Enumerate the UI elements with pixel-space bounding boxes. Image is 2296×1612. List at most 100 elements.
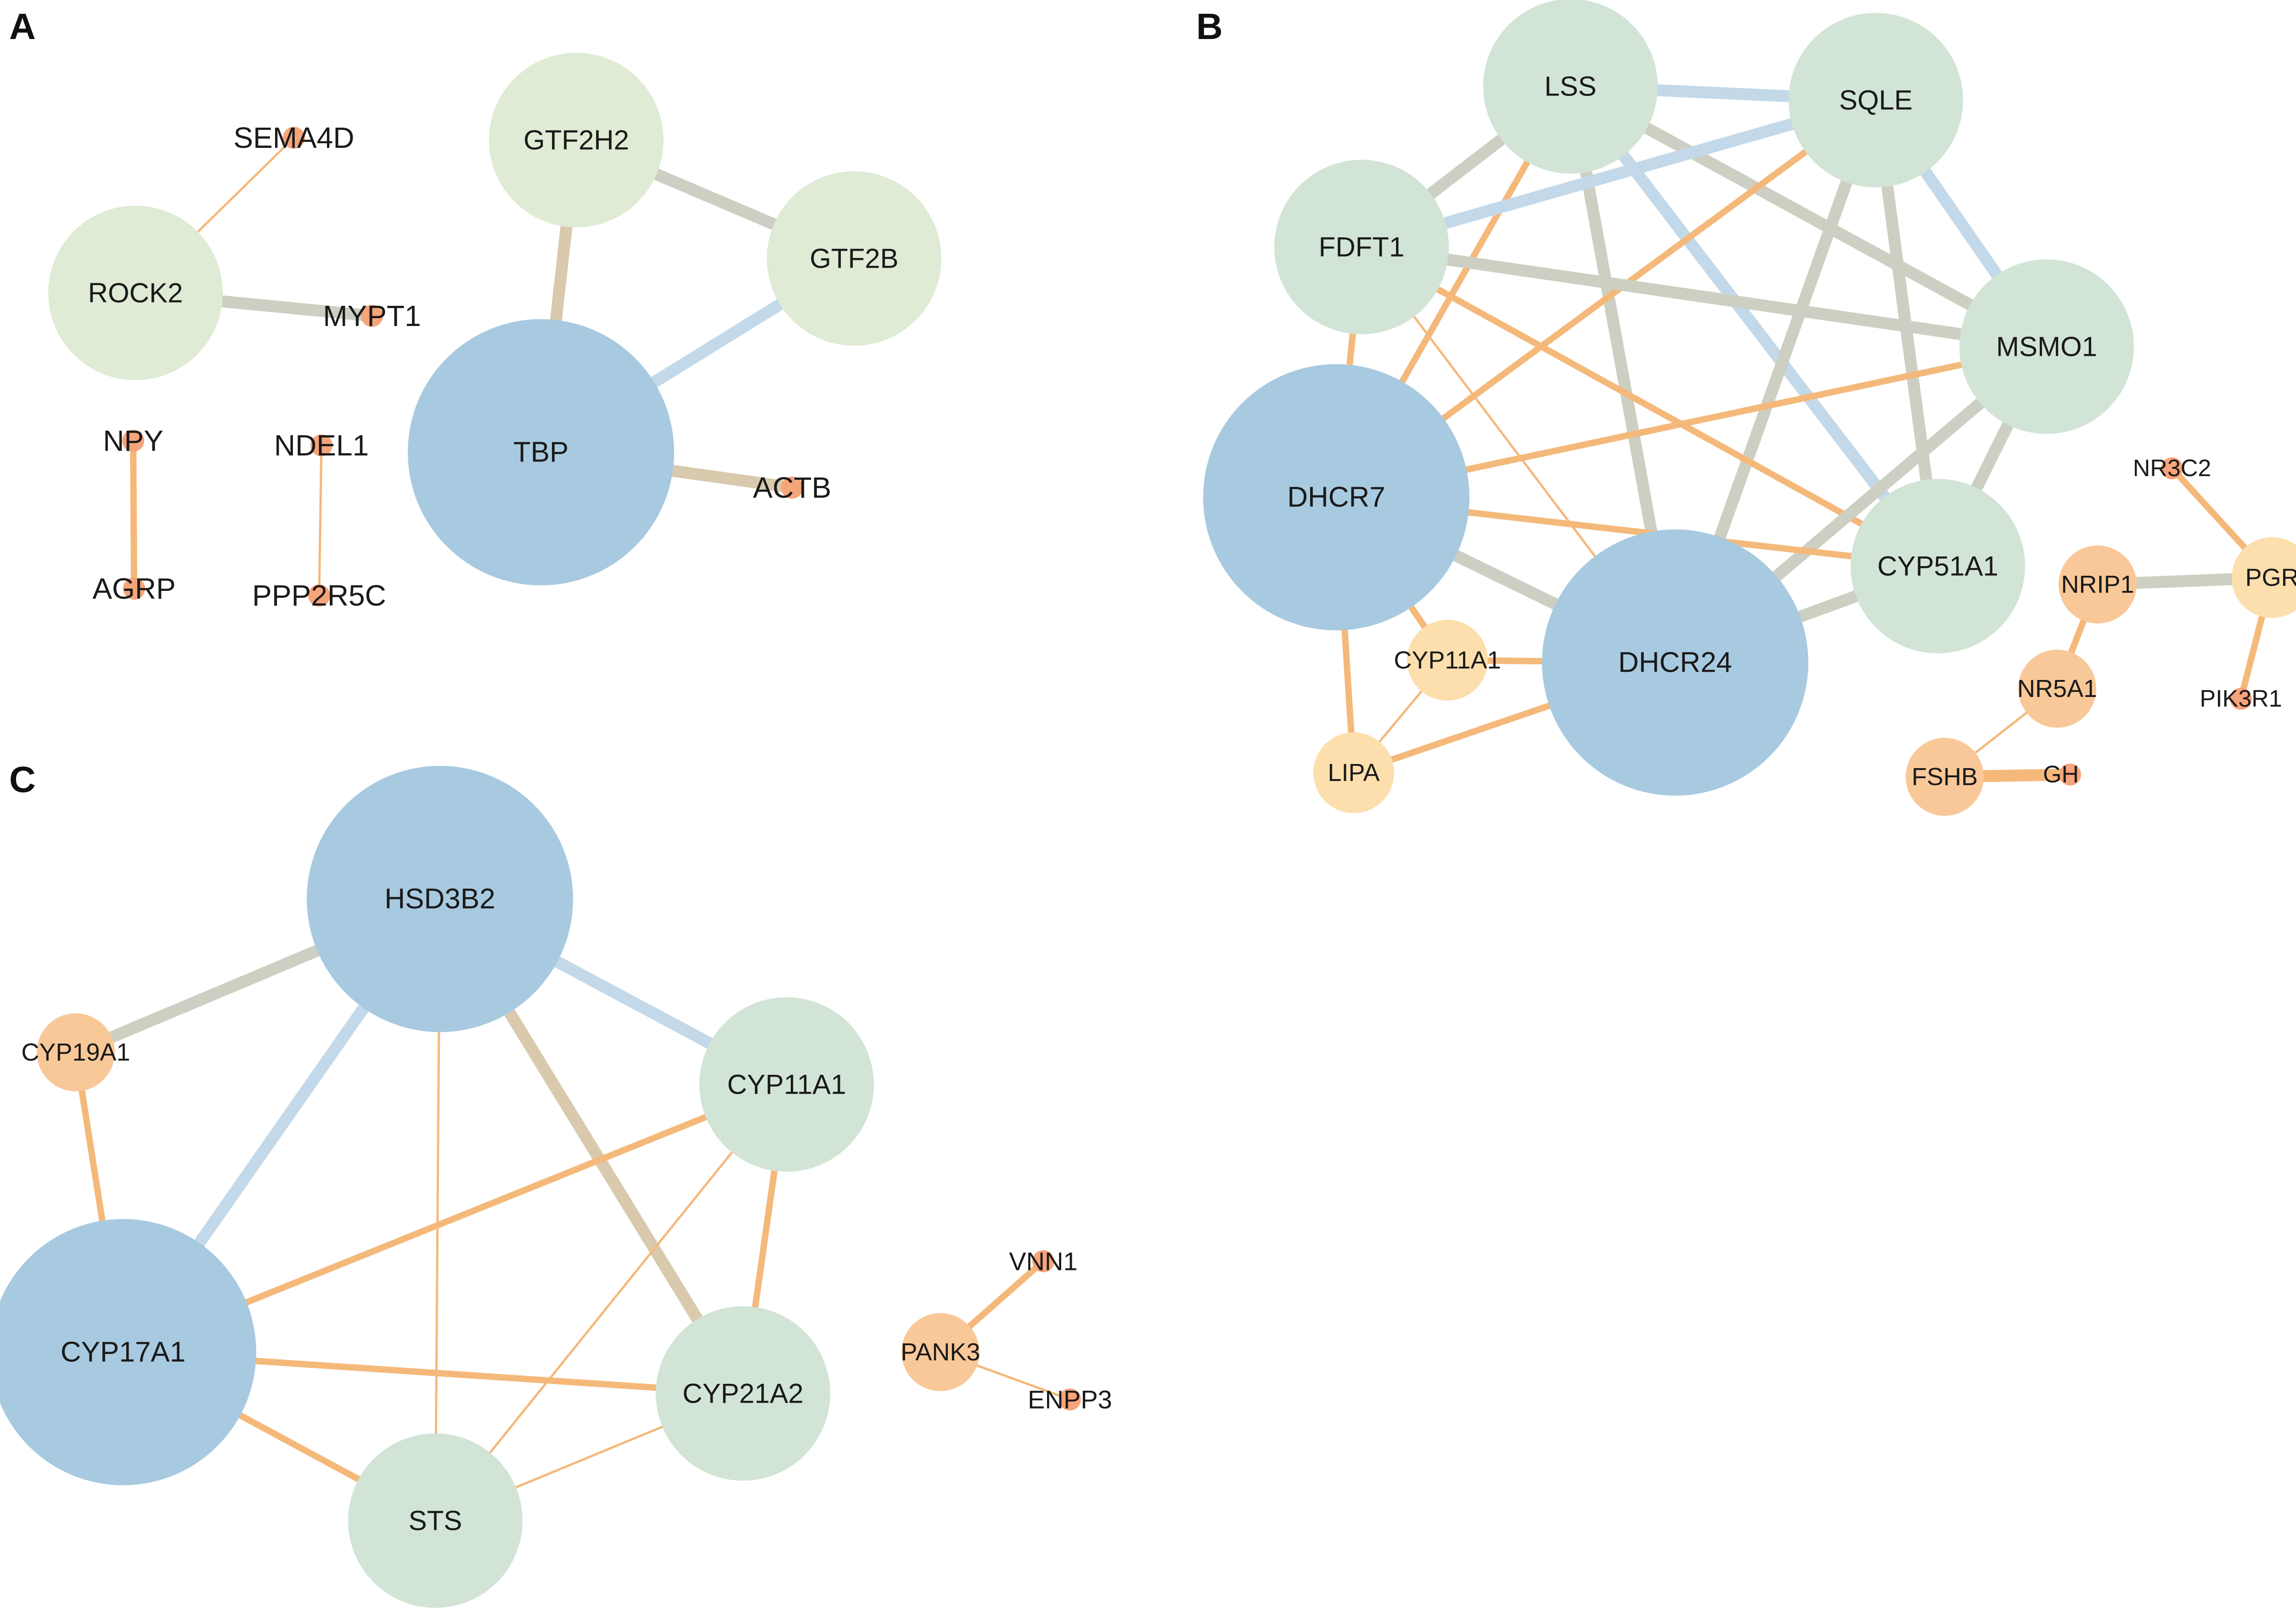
node-lss: LSS	[1483, 0, 1658, 174]
node-circle	[767, 171, 941, 346]
node-label: AGRP	[92, 572, 175, 605]
node-label: VNN1	[1009, 1247, 1077, 1276]
node-sts: STS	[348, 1433, 523, 1608]
node-circle	[1483, 0, 1658, 174]
node-nr5a1: NR5A1	[2017, 650, 2097, 728]
node-circle	[1789, 13, 1963, 187]
node-circle	[308, 584, 330, 607]
node-circle	[48, 206, 223, 380]
node-label: SQLE	[1839, 85, 1913, 116]
node-label: DHCR7	[1287, 482, 1385, 513]
node-circle	[781, 477, 803, 499]
edge-fdft1-cyp51a1	[1358, 244, 1941, 569]
node-label: NR5A1	[2017, 675, 2097, 702]
node-circle	[1851, 479, 2025, 653]
node-cyp17a1: CYP17A1	[0, 1219, 256, 1485]
node-dhcr7: DHCR7	[1203, 364, 1469, 630]
node-circle	[1959, 259, 2134, 434]
panel-a: A SEMA4DROCK2MYPT1NPYAGRPNDEL1PPP2R5CGTF…	[9, 6, 941, 612]
node-cyp11a1-c: CYP11A1	[699, 997, 874, 1172]
node-pik3r1: PIK3R1	[2200, 685, 2282, 712]
node-circle	[699, 997, 874, 1172]
edge-ndel1-ppp2r5c	[318, 444, 323, 597]
node-circle	[901, 1313, 979, 1391]
node-fshb: FSHB	[1906, 738, 1984, 816]
node-agrp: AGRP	[92, 572, 175, 605]
edge-fdft1-msmo1	[1356, 241, 2053, 353]
node-circle	[1059, 1388, 1081, 1410]
panel-label-b: B	[1196, 6, 1223, 47]
node-circle	[37, 1013, 115, 1091]
node-circle	[1313, 732, 1394, 813]
node-circle	[283, 127, 305, 149]
node-circle	[2059, 764, 2081, 786]
node-circle	[656, 1306, 830, 1481]
node-gtf2h2: GTF2H2	[489, 53, 664, 227]
edge-lss-msmo1	[1564, 80, 2053, 353]
node-pgr: PGR	[2232, 537, 2296, 618]
node-label: TBP	[513, 437, 569, 468]
node-circle	[2230, 688, 2252, 710]
node-circle	[123, 578, 145, 600]
node-label: NR3C2	[2133, 455, 2212, 482]
node-gtf2b: GTF2B	[767, 171, 941, 346]
node-circle	[348, 1433, 523, 1608]
node-label: ENPP3	[1028, 1385, 1112, 1414]
edge-cyp11a1_c-sts	[434, 1083, 788, 1522]
node-circle	[1542, 529, 1808, 796]
node-label: HSD3B2	[384, 883, 495, 915]
node-label: PANK3	[900, 1338, 980, 1366]
node-label: DHCR24	[1618, 647, 1732, 679]
node-fdft1: FDFT1	[1274, 160, 1449, 334]
node-label: GH	[2043, 761, 2079, 788]
node-sqle: SQLE	[1789, 13, 1963, 187]
node-circle	[2161, 457, 2183, 479]
node-cyp11a1-b: CYP11A1	[1394, 620, 1501, 701]
node-label: MYPT1	[323, 299, 421, 332]
node-label: CYP21A2	[682, 1378, 804, 1409]
node-label: FDFT1	[1319, 232, 1405, 263]
node-circle	[0, 1219, 256, 1485]
panel-label-c: C	[9, 759, 36, 800]
node-label: NPY	[103, 424, 163, 457]
node-circle	[489, 53, 664, 227]
node-circle	[2018, 650, 2096, 728]
node-circle	[1906, 738, 1984, 816]
node-label: LIPA	[1328, 759, 1379, 786]
node-enpp3: ENPP3	[1028, 1385, 1112, 1414]
node-circle	[1203, 364, 1469, 630]
node-label: MSMO1	[1996, 331, 2097, 362]
node-label: FSHB	[1912, 763, 1978, 791]
node-label: CYP11A1	[1394, 646, 1501, 674]
node-circle	[310, 434, 332, 456]
panel-label-a: A	[9, 6, 36, 47]
node-label: CYP17A1	[61, 1337, 186, 1368]
edge-sqle-fdft1	[1356, 94, 1882, 253]
node-ppp2r5c: PPP2R5C	[252, 579, 386, 612]
node-npy: NPY	[103, 424, 163, 457]
node-lipa: LIPA	[1313, 732, 1394, 813]
node-label: NRIP1	[2061, 571, 2134, 598]
node-label: SEMA4D	[233, 121, 354, 154]
node-circle	[408, 319, 674, 585]
node-cyp51a1: CYP51A1	[1851, 479, 2025, 653]
node-pank3: PANK3	[900, 1313, 980, 1391]
node-cyp21a2: CYP21A2	[656, 1306, 830, 1481]
panel-a-nodes: SEMA4DROCK2MYPT1NPYAGRPNDEL1PPP2R5CGTF2H…	[48, 53, 941, 612]
node-label: GTF2H2	[523, 125, 629, 156]
node-circle	[122, 430, 144, 452]
node-label: CYP19A1	[21, 1039, 130, 1066]
node-label: CYP51A1	[1877, 551, 1998, 582]
node-tbp: TBP	[408, 319, 674, 585]
node-label: PGR	[2245, 564, 2296, 591]
node-rock2: ROCK2	[48, 206, 223, 380]
node-mypt1: MYPT1	[323, 299, 421, 332]
node-circle	[1407, 620, 1488, 701]
node-label: PIK3R1	[2200, 685, 2282, 712]
node-nrip1: NRIP1	[2059, 545, 2137, 623]
node-circle	[2232, 537, 2296, 618]
node-circle	[307, 766, 573, 1032]
